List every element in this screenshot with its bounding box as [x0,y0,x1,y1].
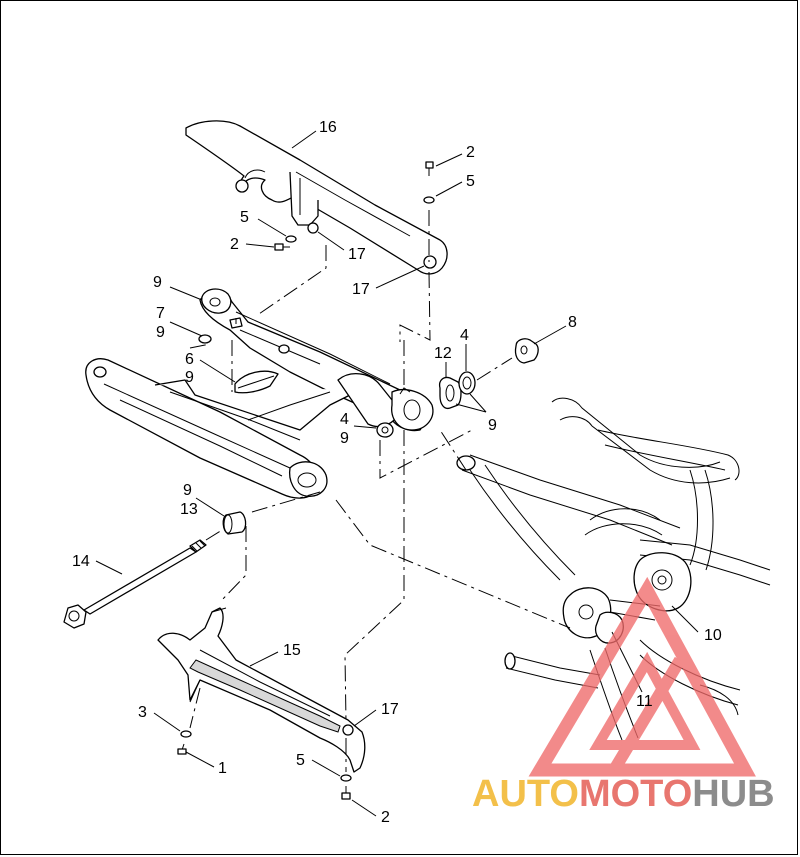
watermark-auto: AUTO [472,773,579,815]
callout-2-left: 2 [230,236,239,253]
callout-10: 10 [704,627,722,644]
lower-belt-guard [157,607,366,773]
pivot-spacer [222,511,247,535]
callout-17-upper: 17 [348,246,366,263]
callout-16: 16 [319,119,337,136]
callout-17-lower: 17 [381,701,399,718]
callout-11: 11 [636,693,653,710]
callout-labels: 16 2 5 5 2 17 17 9 7 9 6 9 8 4 12 9 4 9 … [72,119,722,826]
callout-9-f: 9 [183,482,192,499]
callout-5-left: 5 [240,209,249,226]
assembly-center-lines [189,210,571,772]
callout-12: 12 [434,345,452,362]
motorcycle-frame [456,397,771,741]
callout-13: 13 [180,501,198,518]
upper-belt-guard [185,120,448,275]
watermark-moto: MOTO [579,773,692,815]
callout-14: 14 [72,553,90,570]
callout-4-right: 4 [460,327,469,344]
watermark-text: AUTOMOTOHUB [472,773,775,815]
callout-9-e: 9 [340,430,349,447]
callout-15: 15 [283,642,301,659]
callout-4-left: 4 [340,411,349,428]
callout-leaders [95,130,699,817]
watermark-logo [528,576,756,777]
callout-6: 6 [185,351,194,368]
callout-5-top: 5 [466,173,475,190]
lower-right-fasteners [340,774,352,800]
callout-9-b: 9 [156,324,165,341]
watermark-hub: HUB [692,773,774,815]
callout-2-top: 2 [466,144,475,161]
upper-left-fasteners [274,235,297,251]
callout-8: 8 [568,314,577,331]
callout-5-lower: 5 [296,752,305,769]
callout-9-d: 9 [488,417,497,434]
lower-left-fasteners [177,730,192,755]
callout-7: 7 [156,305,165,322]
pivot-bushings [376,338,539,438]
callout-17-right: 17 [352,281,370,298]
callout-3: 3 [138,704,147,721]
callout-9-c: 9 [185,369,194,386]
callout-9-a: 9 [153,274,162,291]
callout-2-lower: 2 [381,809,390,826]
pivot-shaft [63,539,207,629]
swingarm [85,288,434,499]
upper-right-fasteners [423,161,435,204]
callout-1: 1 [218,760,227,777]
